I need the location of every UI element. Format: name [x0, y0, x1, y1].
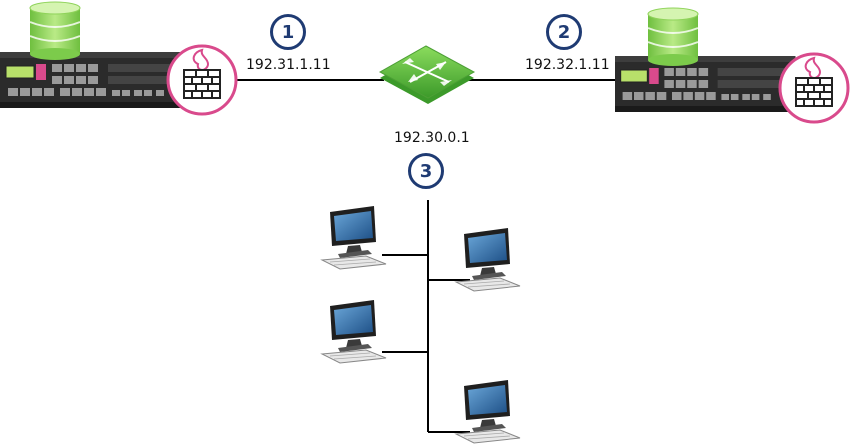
workstation-icon	[321, 205, 387, 270]
workstation-icon	[455, 227, 521, 292]
connection-lines	[200, 79, 620, 433]
link-3-badge: 3	[408, 153, 444, 189]
database-icon	[29, 1, 81, 61]
firewall-icon	[166, 44, 238, 116]
link-1-badge: 1	[270, 14, 306, 50]
database-icon	[647, 7, 699, 67]
link-2-ip-label: 192.32.1.11	[525, 57, 610, 73]
firewall-appliance-right	[614, 7, 850, 124]
workstation-icon	[455, 379, 521, 444]
link-2-badge: 2	[546, 14, 582, 50]
link-1-ip-label: 192.31.1.11	[246, 57, 331, 73]
firewall-icon	[778, 52, 850, 124]
firewall-appliance-left	[0, 1, 238, 116]
switch-icon	[378, 45, 476, 104]
workstation-icon	[321, 299, 387, 364]
link-3-ip-label: 192.30.0.1	[394, 130, 470, 146]
